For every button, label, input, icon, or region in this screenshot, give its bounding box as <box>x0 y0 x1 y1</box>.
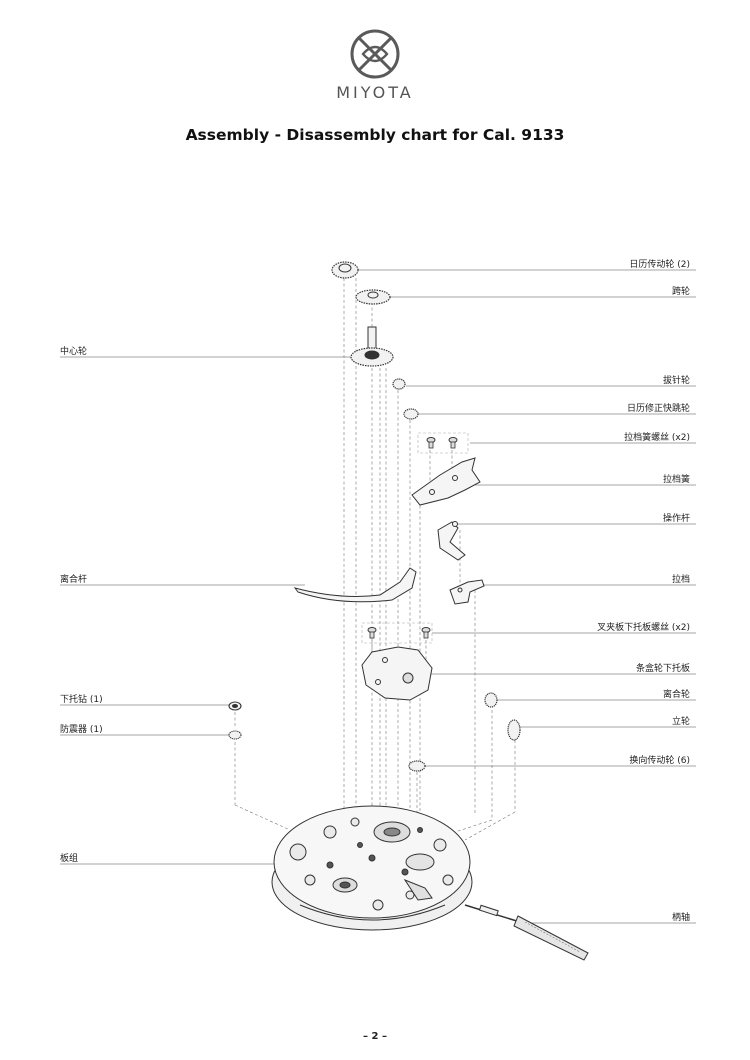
setting-wheel-gear <box>392 378 406 390</box>
label-lower-jewel: 下托钻 (1) <box>60 695 103 705</box>
label-setting-lever-spring: 拉档簧 <box>662 475 690 485</box>
label-setting-lever-spring-screw: 拉档簧螺丝 (x2) <box>624 433 690 443</box>
yoke-lever <box>437 521 466 561</box>
page-title: Assembly - Disassembly chart for Cal. 91… <box>185 126 565 144</box>
plate-screws <box>367 627 431 639</box>
reversing-wheel-gear <box>408 760 426 772</box>
label-winding-stem: 柄轴 <box>671 913 690 923</box>
clutch-lever <box>293 567 417 603</box>
label-reversing-wheel: 换向传动轮 (6) <box>629 756 690 766</box>
label-main-plate-assembly: 板组 <box>60 854 79 864</box>
label-yoke: 操作杆 <box>662 514 690 524</box>
label-date-corrector-wheel: 日历修正快跳轮 <box>626 404 690 414</box>
jewel-and-shock-absorber <box>228 701 242 740</box>
label-clutch-wheel: 离合轮 <box>662 690 690 700</box>
intermediate-wheel-gear <box>355 289 391 305</box>
leader-lines <box>60 269 696 924</box>
clutch-wheel-gear <box>484 692 498 708</box>
setting-lever-spring-screws <box>426 437 458 449</box>
label-barrel-bridge: 条盒轮下托板 <box>635 664 690 674</box>
label-shock-absorber: 防震器 (1) <box>60 725 103 735</box>
miyota-logo <box>0 26 750 86</box>
label-center-wheel: 中心轮 <box>60 347 88 357</box>
label-date-transmission-wheel: 日历传动轮 (2) <box>629 260 690 270</box>
logo-mark-icon <box>350 29 400 79</box>
setting-lever <box>449 579 485 605</box>
screw-box <box>361 432 469 644</box>
brand-name: MIYOTA <box>336 83 414 102</box>
label-intermediate-wheel: 跨轮 <box>671 287 690 297</box>
date-transmission-wheel-gear <box>331 261 359 279</box>
center-wheel-gear <box>350 326 394 367</box>
crown-wheel-gear <box>507 719 521 741</box>
label-clutch-lever: 离合杆 <box>60 575 88 585</box>
date-corrector-wheel-gear <box>403 408 419 420</box>
label-plate-screw: 叉夹板下托板螺丝 (x2) <box>597 623 690 633</box>
label-setting-wheel: 拔针轮 <box>662 376 690 386</box>
setting-lever-spring-plate <box>411 457 481 506</box>
winding-stem <box>464 904 589 961</box>
page-number: – 2 – <box>363 1031 387 1042</box>
label-crown-wheel: 立轮 <box>671 717 690 727</box>
main-plate-assembly <box>271 805 473 931</box>
barrel-bridge-plate <box>361 646 433 701</box>
label-setting-lever: 拉档 <box>671 575 690 585</box>
